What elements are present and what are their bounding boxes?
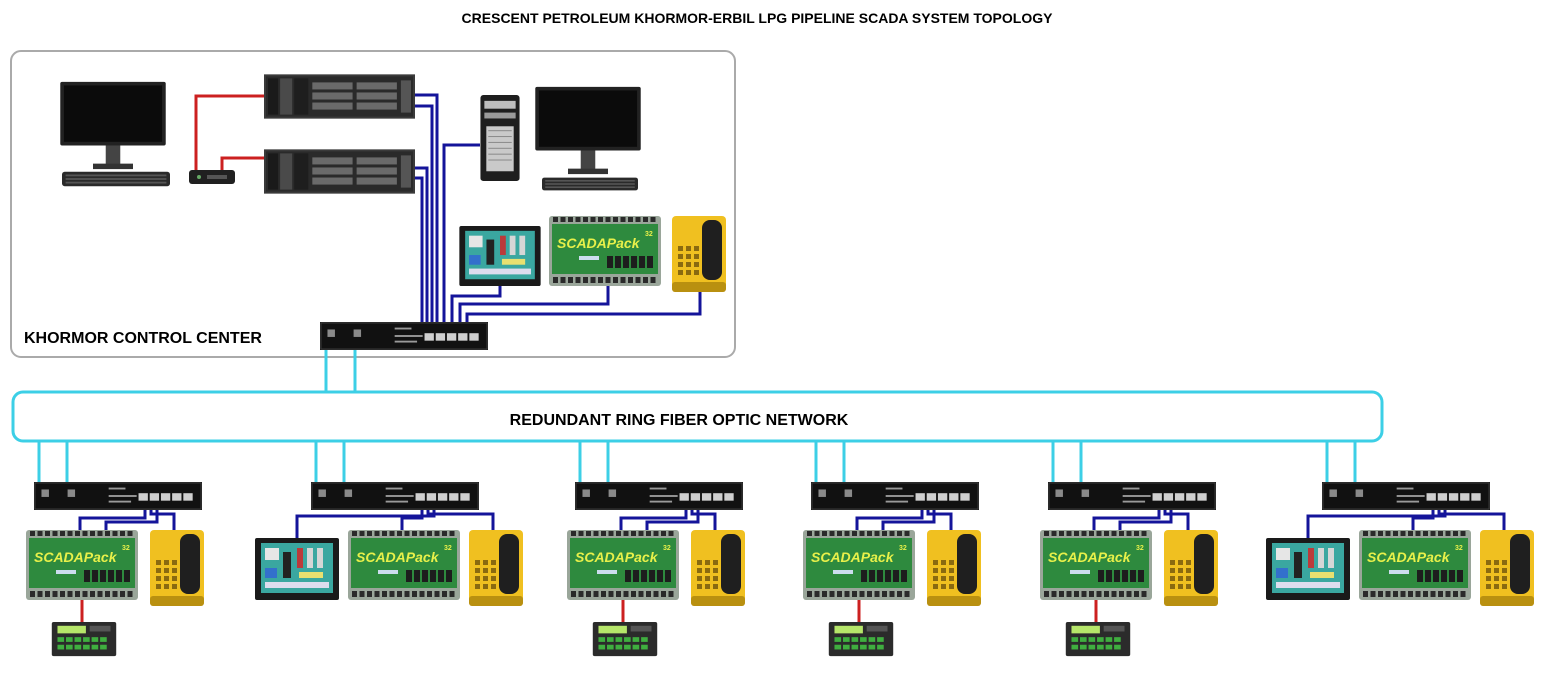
hmi-panel-icon	[1266, 538, 1350, 600]
fiber-ring	[11, 390, 1384, 443]
station-4: SCADAPack 32	[803, 441, 981, 657]
diagram-title: CRESCENT PETROLEUM KHORMOR-ERBIL LPG PIP…	[462, 10, 1054, 26]
scadapack-rtu-icon: SCADAPack 32	[1359, 530, 1471, 600]
scadapack-brand-text: SCADAPack	[575, 549, 659, 565]
operator-keypad-icon	[1065, 622, 1131, 657]
network-switch-icon	[574, 482, 744, 510]
field-stations: SCADAPack32SCADAPack32SCADAPack32SCADAPa…	[26, 441, 1534, 657]
station-6: SCADAPack 32	[1266, 441, 1534, 606]
network-switch-icon	[33, 482, 203, 510]
scadapack-brand-text: SCADAPack	[557, 235, 641, 251]
scadapack-rtu-icon: SCADAPack 32	[1040, 530, 1152, 600]
scadapack-brand-text: SCADAPack	[34, 549, 118, 565]
scadapack-rtu-icon: SCADAPack 32	[26, 530, 138, 600]
station-3: SCADAPack 32	[567, 441, 745, 657]
fiber-drop	[314, 441, 346, 486]
operator-keypad-icon	[51, 622, 117, 657]
network-switch-icon	[319, 322, 489, 350]
industrial-phone-icon	[691, 530, 745, 606]
hmi-panel-icon	[459, 226, 541, 286]
tower-pc-icon	[480, 95, 520, 182]
scadapack-rtu-icon: SCADAPack 32	[549, 216, 661, 286]
kvm-switch-icon	[189, 170, 235, 184]
scadapack-model-text: 32	[444, 545, 452, 552]
industrial-phone-icon	[672, 216, 726, 292]
station-2: SCADAPack 32	[255, 441, 523, 606]
network-switch-icon	[1047, 482, 1217, 510]
scadapack-model-text: 32	[122, 545, 130, 552]
rack-server-icon	[264, 149, 415, 194]
fiber-drop	[578, 441, 610, 486]
control-center-label: KHORMOR CONTROL CENTER	[24, 330, 262, 347]
scadapack-model-text: 32	[899, 545, 907, 552]
industrial-phone-icon	[150, 530, 204, 606]
station-5: SCADAPack 32	[1040, 441, 1218, 657]
ring-label: REDUNDANT RING FIBER OPTIC NETWORK	[510, 412, 849, 429]
scadapack-rtu-icon: SCADAPack 32	[803, 530, 915, 600]
industrial-phone-icon	[1164, 530, 1218, 606]
fiber-drop	[1051, 441, 1083, 486]
scadapack-brand-text: SCADAPack	[356, 549, 440, 565]
industrial-phone-icon	[1480, 530, 1534, 606]
operator-keypad-icon	[828, 622, 894, 657]
scadapack-model-text: 32	[663, 545, 671, 552]
network-switch-icon	[310, 482, 480, 510]
scadapack-rtu-icon: SCADAPack 32	[348, 530, 460, 600]
keyboard-icon	[62, 171, 170, 187]
network-switch-icon	[1321, 482, 1491, 510]
scadapack-model-text: 32	[1136, 545, 1144, 552]
fiber-drop	[37, 441, 69, 486]
scadapack-model-text: 32	[1455, 545, 1463, 552]
network-switch-icon	[810, 482, 980, 510]
scadapack-rtu-icon: SCADAPack 32	[567, 530, 679, 600]
scadapack-brand-text: SCADAPack	[1048, 549, 1132, 565]
keyboard-icon	[542, 177, 638, 191]
fiber-drop	[1325, 441, 1357, 486]
hmi-panel-icon	[255, 538, 339, 600]
rack-server-icon	[264, 74, 415, 119]
scadapack-brand-text: SCADAPack	[1367, 549, 1451, 565]
scadapack-model-text: 32	[645, 231, 653, 238]
industrial-phone-icon	[927, 530, 981, 606]
operator-keypad-icon	[592, 622, 658, 657]
fiber-drop	[814, 441, 846, 486]
industrial-phone-icon	[469, 530, 523, 606]
station-1: SCADAPack 32	[26, 441, 204, 657]
scadapack-brand-text: SCADAPack	[811, 549, 895, 565]
